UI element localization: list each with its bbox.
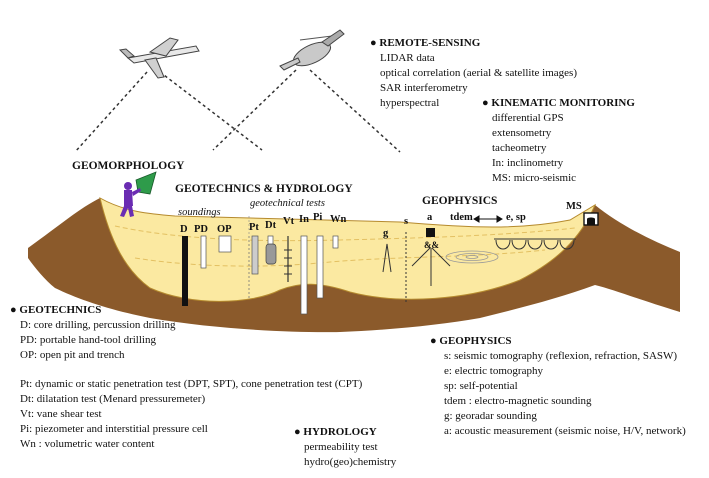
list-item: s: seismic tomography (reflexion, refrac… bbox=[444, 350, 678, 362]
geophysics-block: ● GEOPHYSICS s: seismic tomography (refl… bbox=[430, 334, 686, 439]
label-pt: Pt bbox=[249, 222, 259, 233]
list-item: e: electric tomography bbox=[444, 365, 543, 377]
geotechnics-title: GEOTECHNICS bbox=[19, 304, 102, 316]
landslide-body bbox=[99, 197, 597, 302]
water-content-probe bbox=[332, 235, 339, 249]
portable-drilling bbox=[200, 235, 207, 269]
geophysics-diagram-label: GEOPHYSICS bbox=[422, 195, 498, 207]
list-item: tacheometry bbox=[492, 142, 547, 154]
geotechnical-tests-label: geotechnical tests bbox=[250, 198, 325, 209]
hydrology-list: permeability test hydro(geo)chemistry bbox=[294, 440, 396, 470]
list-item: sp: self-potential bbox=[444, 380, 518, 392]
dilatation-test bbox=[265, 243, 277, 265]
soundings-label: soundings bbox=[178, 207, 221, 218]
label-a: a bbox=[427, 212, 433, 223]
list-item: hyperspectral bbox=[380, 97, 440, 109]
list-item: Pi: piezometer and interstitial pressure… bbox=[20, 423, 208, 435]
remote-sensing-list: LIDAR data optical correlation (aerial &… bbox=[370, 51, 577, 111]
label-esp: e, sp bbox=[506, 212, 526, 223]
remote-sensing-block: ● REMOTE-SENSING LIDAR data optical corr… bbox=[370, 36, 577, 111]
label-vt: Vt bbox=[283, 216, 295, 227]
list-item: Dt: dilatation test (Menard pressuremete… bbox=[20, 393, 206, 405]
geotechnics-block: ● GEOTECHNICS D: core drilling, percussi… bbox=[10, 303, 362, 452]
remote-sensing-title: REMOTE-SENSING bbox=[379, 37, 481, 49]
observer-figure-icon bbox=[120, 171, 157, 217]
kinematic-title: KINEMATIC MONITORING bbox=[491, 97, 635, 109]
label-amp: && bbox=[424, 240, 439, 250]
remote-sensing-sight-lines bbox=[74, 69, 401, 153]
list-item: permeability test bbox=[304, 441, 378, 453]
geophysics-list: s: seismic tomography (reflexion, refrac… bbox=[430, 349, 686, 439]
electric-tomography bbox=[494, 238, 576, 250]
open-pit bbox=[218, 235, 232, 253]
label-dt: Dt bbox=[265, 220, 277, 231]
bullet-icon: ● bbox=[430, 335, 437, 347]
list-item: Vt: vane shear test bbox=[20, 408, 102, 420]
list-item: hydro(geo)chemistry bbox=[304, 456, 397, 468]
penetration-test bbox=[251, 235, 259, 275]
bullet-icon: ● bbox=[10, 304, 17, 316]
list-item: extensometry bbox=[492, 127, 552, 139]
list-item: MS: micro-seismic bbox=[492, 172, 577, 184]
list-item: g: georadar sounding bbox=[444, 410, 537, 422]
list-item: tdem : electro-magnetic sounding bbox=[444, 395, 592, 407]
tdem-arrow bbox=[473, 215, 503, 223]
label-s: s bbox=[404, 216, 409, 227]
label-tdem: tdem bbox=[450, 212, 473, 223]
layer-lines bbox=[114, 225, 576, 267]
label-ms: MS bbox=[566, 201, 582, 212]
list-item: Wn : volumetric water content bbox=[20, 438, 155, 450]
ms-station-icon bbox=[583, 212, 599, 226]
list-item: OP: open pit and trench bbox=[20, 349, 125, 361]
label-pd: PD bbox=[194, 224, 208, 235]
list-item: In: inclinometry bbox=[492, 157, 564, 169]
spacer bbox=[20, 363, 362, 377]
em-signal bbox=[445, 250, 499, 264]
list-item: optical correlation (aerial & satellite … bbox=[380, 67, 577, 79]
geotechnics-list: D: core drilling, percussion drilling PD… bbox=[10, 318, 362, 452]
hydrology-block: ● HYDROLOGY permeability test hydro(geo)… bbox=[294, 425, 396, 470]
hydrology-title: HYDROLOGY bbox=[303, 426, 377, 438]
kinematic-block: ● KINEMATIC MONITORING differential GPS … bbox=[482, 96, 635, 186]
core-drilling bbox=[182, 236, 188, 306]
label-in: In bbox=[299, 214, 309, 225]
list-item: LIDAR data bbox=[380, 52, 435, 64]
piezometer bbox=[316, 235, 324, 299]
label-op: OP bbox=[217, 224, 232, 235]
list-item: Pt: dynamic or static penetration test (… bbox=[20, 378, 363, 390]
bullet-icon: ● bbox=[482, 97, 489, 109]
list-item: D: core drilling, percussion drilling bbox=[20, 319, 176, 331]
list-item: a: acoustic measurement (seismic noise, … bbox=[444, 425, 686, 437]
bullet-icon: ● bbox=[370, 37, 377, 49]
acoustic-sensor bbox=[426, 228, 435, 237]
instruments bbox=[182, 212, 599, 315]
bullet-icon: ● bbox=[294, 426, 301, 438]
kinematic-list: differential GPS extensometry tacheometr… bbox=[482, 111, 635, 186]
label-pi: Pi bbox=[313, 212, 323, 223]
list-item: SAR interferometry bbox=[380, 82, 468, 94]
list-item: PD: portable hand-tool drilling bbox=[20, 334, 156, 346]
label-g: g bbox=[383, 228, 389, 239]
geomorphology-label: GEOMORPHOLOGY bbox=[72, 160, 185, 172]
label-wn: Wn bbox=[330, 214, 347, 225]
list-item: differential GPS bbox=[492, 112, 564, 124]
georadar bbox=[382, 243, 392, 273]
label-d: D bbox=[180, 224, 188, 235]
inclinometer bbox=[300, 235, 308, 315]
geotech-hydro-label: GEOTECHNICS & HYDROLOGY bbox=[175, 183, 353, 195]
airplane-icon bbox=[118, 37, 200, 79]
geophysics-title: GEOPHYSICS bbox=[439, 335, 512, 347]
helicopter-icon bbox=[279, 29, 345, 71]
